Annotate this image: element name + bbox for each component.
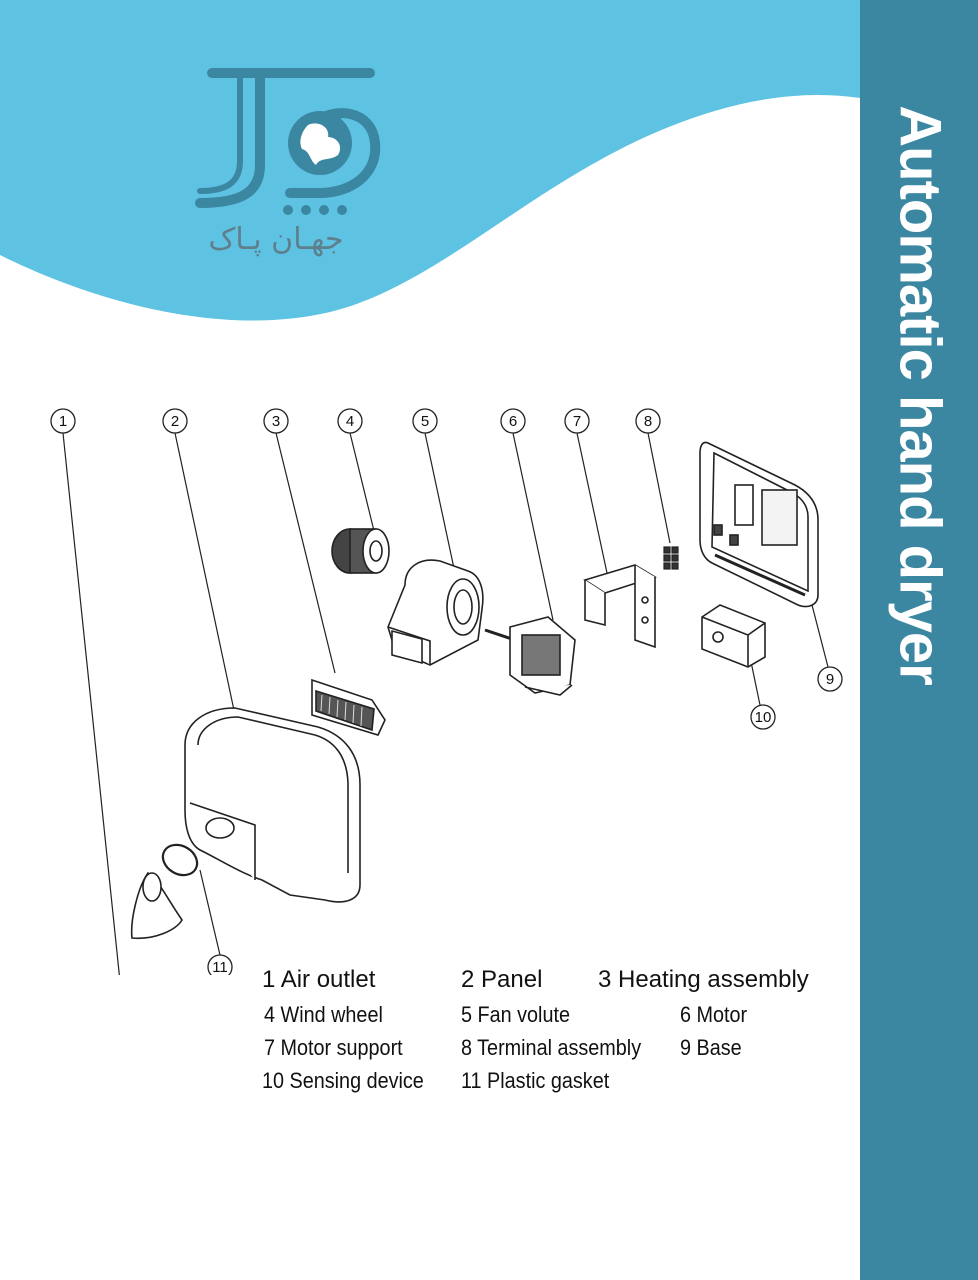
legend-item-motor-support: 7 Motor support xyxy=(264,1035,403,1060)
sensing-device-part xyxy=(701,604,766,668)
exploded-parts-diagram: 1 2 3 4 5 6 7 8 9 10 11 xyxy=(50,408,843,975)
svg-text:9: 9 xyxy=(826,671,834,688)
svg-text:3: 3 xyxy=(272,413,280,430)
sidebar-title: Automatic hand dryer xyxy=(887,105,953,685)
panel-part xyxy=(184,707,361,903)
callout-9: 9 xyxy=(817,666,843,692)
svg-text:5: 5 xyxy=(421,413,429,430)
legend-item-fan-volute: 5 Fan volute xyxy=(461,1002,570,1027)
terminal-assembly-part xyxy=(663,546,679,570)
legend-item-terminal-assembly: 8 Terminal assembly xyxy=(461,1035,642,1060)
legend-item-heating-assembly: 3 Heating assembly xyxy=(598,966,809,993)
svg-text:6: 6 xyxy=(509,413,517,430)
callout-4: 4 xyxy=(337,408,363,434)
legend-item-wind-wheel: 4 Wind wheel xyxy=(264,1002,383,1027)
svg-text:8: 8 xyxy=(644,413,652,430)
svg-text:7: 7 xyxy=(573,413,581,430)
legend-item-air-outlet: 1 Air outlet xyxy=(262,966,376,993)
sidebar-band xyxy=(860,0,978,1280)
svg-text:4: 4 xyxy=(346,413,354,430)
svg-text:2: 2 xyxy=(171,413,179,430)
base-part xyxy=(699,441,819,608)
leader-2 xyxy=(174,432,236,716)
callout-10: 10 xyxy=(750,704,776,730)
leader-6 xyxy=(512,432,554,621)
leader-1 xyxy=(62,432,120,975)
fan-volute-part xyxy=(387,559,484,666)
callout-8: 8 xyxy=(635,408,661,434)
callout-11: 11 xyxy=(207,954,233,975)
callout-3: 3 xyxy=(263,408,289,434)
svg-text:1: 1 xyxy=(59,413,67,430)
leader-4 xyxy=(349,432,376,536)
leader-8 xyxy=(647,432,671,544)
callout-5: 5 xyxy=(412,408,438,434)
callout-1: 1 xyxy=(50,408,76,434)
legend-item-plastic-gasket: 11 Plastic gasket xyxy=(461,1068,610,1093)
legend-item-panel: 2 Panel xyxy=(461,966,543,993)
leader-9 xyxy=(811,604,829,668)
wind-wheel-part xyxy=(331,528,390,574)
legend-item-motor: 6 Motor xyxy=(680,1002,748,1027)
leader-7 xyxy=(576,432,608,574)
legend-item-sensing-device: 10 Sensing device xyxy=(262,1068,424,1093)
callout-6: 6 xyxy=(500,408,526,434)
motor-part xyxy=(484,616,576,696)
leader-3 xyxy=(275,432,336,674)
svg-text:10: 10 xyxy=(755,709,772,726)
heating-assembly-part xyxy=(311,678,386,736)
callout-7: 7 xyxy=(564,408,590,434)
logo-mark xyxy=(195,68,381,215)
svg-text:11: 11 xyxy=(212,959,228,975)
leader-11 xyxy=(199,869,221,956)
plastic-gasket-part xyxy=(161,843,199,877)
logo-text: جهـان پـاک xyxy=(208,222,344,257)
motor-support-part xyxy=(583,564,657,649)
legend-item-base: 9 Base xyxy=(680,1035,742,1060)
callout-2: 2 xyxy=(162,408,188,434)
air-outlet-part xyxy=(130,871,183,940)
leader-5 xyxy=(424,432,456,574)
